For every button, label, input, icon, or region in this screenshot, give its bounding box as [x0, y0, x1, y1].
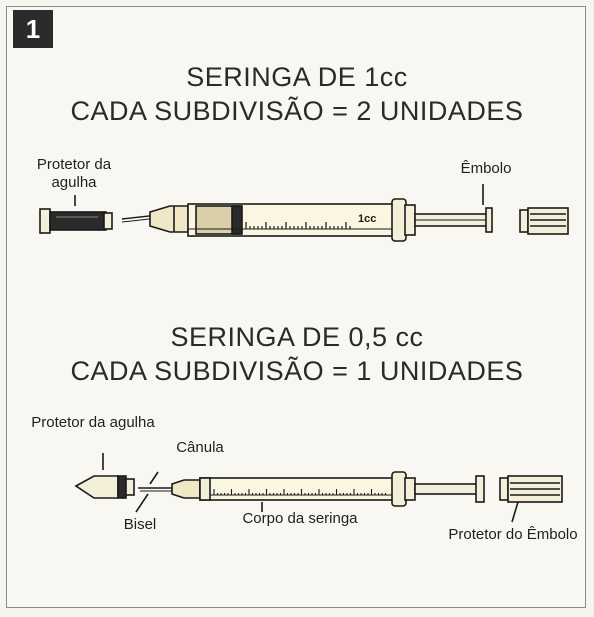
- cannula: [138, 487, 176, 492]
- needle-cap-05cc: [74, 475, 135, 499]
- needle-cap-1cc: [39, 208, 113, 234]
- plunger-cap-1cc: [519, 207, 569, 235]
- hub-05cc: [171, 479, 201, 499]
- barrel-1cc: [187, 203, 395, 237]
- pointer-cannula: [149, 471, 159, 485]
- label-needle-cap-1cc: Protetor da agulha: [36, 156, 112, 191]
- subtitle-1cc: CADA SUBDIVISÃO = 2 UNIDADES: [70, 96, 524, 126]
- graduations-05cc: [213, 489, 387, 495]
- title-1cc: SERINGA DE 1cc: [186, 62, 408, 92]
- hub-1cc: [149, 205, 189, 233]
- label-needle-cap-05cc: Protetor da agulha: [31, 414, 155, 431]
- label-cannula: Cânula: [176, 439, 224, 456]
- pointer-bevel: [135, 493, 149, 513]
- flange-1cc: [391, 198, 416, 242]
- label-plunger-1cc: Êmbolo: [460, 160, 512, 177]
- title-05cc: SERINGA DE 0,5 cc: [170, 322, 424, 352]
- plunger-cap-05cc: [499, 475, 563, 503]
- flange-05cc: [391, 471, 416, 507]
- step-badge: 1: [13, 10, 53, 48]
- graduations-1cc: [245, 222, 351, 229]
- label-plunger-cap: Protetor do Êmbolo: [448, 526, 578, 543]
- subtitle-05cc: CADA SUBDIVISÃO = 1 UNIDADES: [70, 356, 524, 386]
- plunger-rod-1cc: [414, 207, 493, 233]
- label-barrel: Corpo da seringa: [242, 510, 358, 527]
- figure-frame: [6, 6, 586, 608]
- label-bevel: Bisel: [123, 516, 157, 533]
- plunger-rod-05cc: [414, 475, 485, 503]
- barrel-05cc: [199, 477, 395, 501]
- pointer-plunger-cap: [511, 501, 519, 523]
- barrel-mark-1cc: 1cc: [358, 213, 376, 225]
